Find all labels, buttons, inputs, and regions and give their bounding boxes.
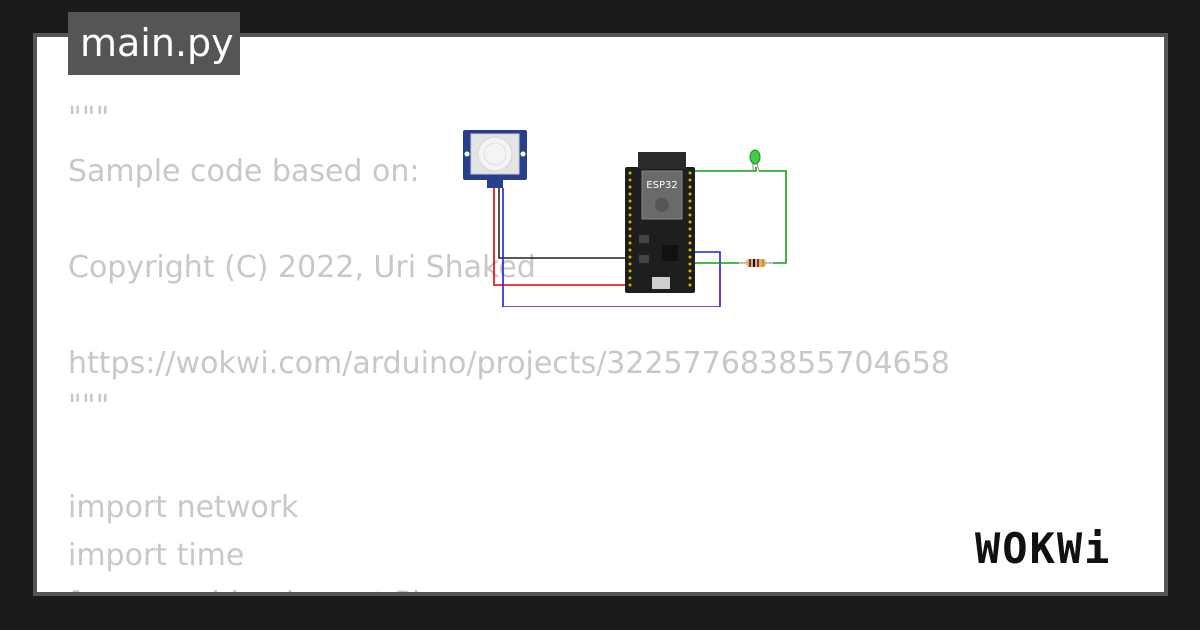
pir-sensor[interactable] (463, 130, 527, 188)
espressif-logo-icon (655, 198, 669, 212)
resistor-band (762, 259, 764, 267)
resistor-band (753, 259, 755, 267)
pir-lens (477, 136, 513, 172)
resistor-band (757, 259, 759, 267)
esp32-right-pins (688, 171, 692, 287)
code-line: import network (68, 490, 299, 525)
led-body (749, 149, 761, 165)
usb-port (652, 277, 670, 289)
wire-green (689, 167, 757, 172)
esp32-chip (662, 245, 678, 261)
esp32-board[interactable]: ESP32 (625, 152, 695, 293)
esp32-button (639, 235, 649, 243)
code-line: """ (68, 389, 110, 424)
wokwi-logo: WOKWi (975, 524, 1155, 574)
esp32-left-pins (628, 171, 632, 287)
code-line: """ (68, 101, 110, 136)
circuit-diagram: ESP32 (463, 130, 787, 307)
pir-mount-hole (464, 151, 470, 157)
pir-lens-ring (483, 142, 507, 166)
code-line: Copyright (C) 2022, Uri Shaked (68, 250, 536, 285)
esp32-label: ESP32 (646, 180, 677, 191)
led-green[interactable] (749, 149, 761, 172)
wire-blue (502, 188, 721, 307)
wire-red (493, 188, 634, 289)
wokwi-logo-text: WOKWi (975, 524, 1112, 573)
resistor[interactable] (739, 259, 773, 267)
code-line: https://wokwi.com/arduino/projects/32257… (68, 346, 950, 381)
wire-black (498, 188, 629, 259)
esp32-antenna (638, 152, 686, 169)
pir-pin-header (487, 180, 503, 188)
code-line: from machine import Pin (68, 584, 439, 592)
esp32-button (639, 255, 649, 263)
code-line: Sample code based on: (68, 154, 420, 189)
code-line: import time (68, 538, 245, 573)
led-leg (756, 163, 760, 172)
pir-mount-hole (520, 151, 526, 157)
file-tab-label: main.py (80, 21, 234, 65)
resistor-band (749, 259, 751, 267)
preview-panel: """ Sample code based on: Copyright (C) … (37, 37, 1164, 592)
wire-green (759, 170, 787, 264)
file-tab[interactable]: main.py (68, 12, 240, 75)
